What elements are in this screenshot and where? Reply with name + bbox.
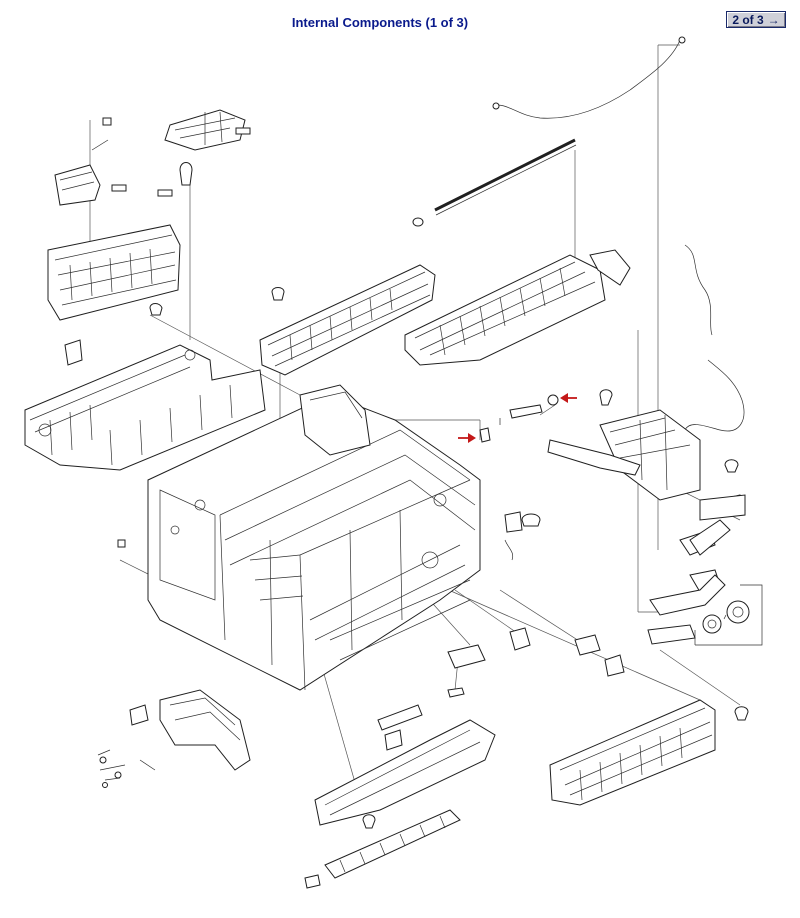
callout-arrow-right <box>560 393 577 403</box>
lower-center-tray <box>314 704 496 829</box>
cable-top <box>492 36 686 119</box>
center-roller-assembly <box>259 264 436 376</box>
right-cables <box>599 244 745 432</box>
lower-left-bracket <box>97 689 251 788</box>
arrow-right-icon: → <box>767 12 780 27</box>
small-parts-center <box>479 394 559 561</box>
gears-inset <box>694 584 763 646</box>
ribbon-cables <box>647 494 746 645</box>
main-frame-chassis <box>117 384 481 691</box>
roller-shaft <box>412 138 577 227</box>
floor-parts <box>447 627 625 698</box>
next-page-label: 2 of 3 <box>732 12 764 27</box>
callout-arrow-left <box>458 433 476 443</box>
top-left-upper-assembly <box>47 109 251 366</box>
lower-right-tray <box>549 699 749 806</box>
next-page-button[interactable]: 2 of 3 → <box>726 11 786 28</box>
right-upper-tray <box>404 249 631 366</box>
page-title: Internal Components (1 of 3) <box>291 15 469 30</box>
lower-roller <box>304 809 461 889</box>
